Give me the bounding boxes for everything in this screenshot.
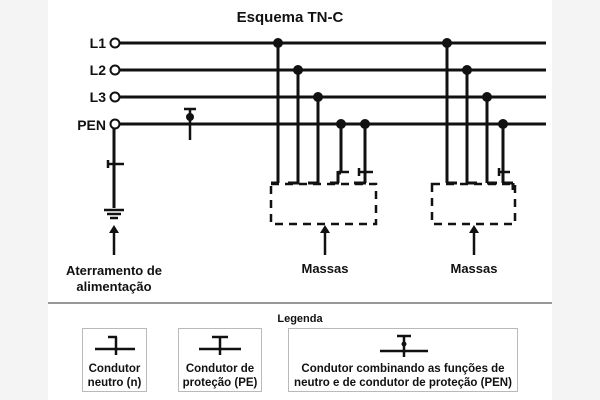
junction-dot [442,38,452,48]
pen-symbol-dot [186,113,194,121]
arrow-up-icon [320,225,330,233]
legend-item-neutral: Condutor neutro (n) [82,328,147,392]
line-label-l3: L3 [90,89,107,105]
diagram-title: Esquema TN-C [237,9,344,26]
junction-dot [482,92,492,102]
protective-conductor-icon [199,335,241,355]
mass-box-left [269,182,378,226]
arrow-up-icon [469,225,479,233]
earthing-label-line2: alimentação [76,279,151,294]
legend-pen-line2: neutro e de condutor de proteção (PEN) [294,377,512,389]
legend-neutral-line2: neutro (n) [87,377,142,389]
ground-icon [104,208,124,220]
masses-label-left: Massas [302,261,349,276]
mass-box-right [430,182,517,226]
tn-c-schematic: Esquema TN-C L1 L2 L3 PEN [48,9,552,325]
arrow-up-icon [109,225,119,233]
diagram-canvas: Esquema TN-C L1 L2 L3 PEN [48,0,552,400]
legend-item-pe: Condutor de proteção (PE) [178,328,262,392]
junction-dot [336,119,346,129]
legend-item-pen: Condutor combinando as funções de neutro… [288,328,518,392]
junction-dot [273,38,283,48]
pen-conductor-icon [380,334,428,357]
junction-dot [462,65,472,75]
legend-pen-line1: Condutor combinando as funções de [301,363,505,375]
line-label-pen: PEN [77,117,106,133]
terminal-l2 [109,64,121,76]
earthing-label-line1: Aterramento de [66,263,162,278]
junction-dot [293,65,303,75]
terminal-l1 [109,37,121,49]
terminal-pen [109,118,121,130]
neutral-conductor-icon [95,335,135,355]
legend-pe-line2: proteção (PE) [182,377,258,389]
terminal-l3 [109,91,121,103]
masses-label-right: Massas [451,261,498,276]
legend-neutral-line1: Condutor [88,363,141,375]
legend-pe-line1: Condutor de [185,363,255,375]
legend-title: Legenda [277,313,323,325]
line-label-l2: L2 [90,62,107,78]
junction-dot [313,92,323,102]
line-label-l1: L1 [90,35,107,51]
junction-dot [498,119,508,129]
junction-dot [360,119,370,129]
